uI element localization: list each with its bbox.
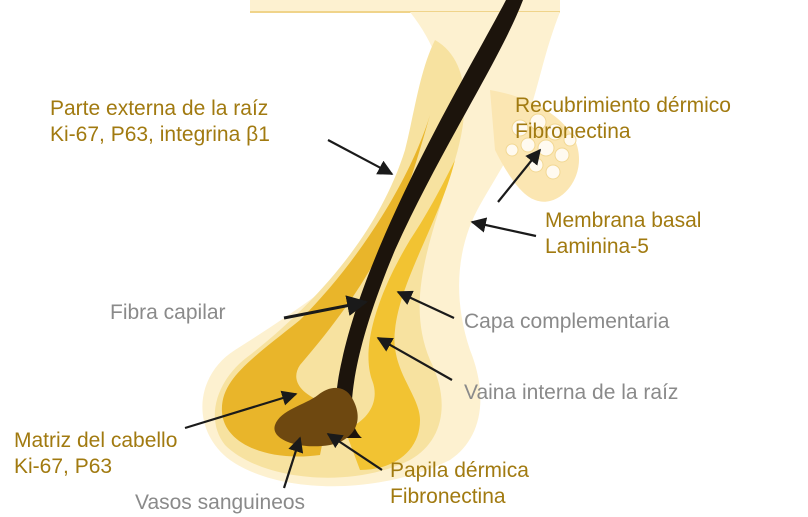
skin-surface — [250, 0, 560, 12]
hair-matrix-title: Matriz del cabello — [14, 429, 178, 452]
label-hair-fiber: Fibra capilar — [110, 301, 226, 324]
dermal-papilla-title: Papila dérmica — [390, 459, 529, 482]
dermal-papilla-markers: Fibronectina — [390, 485, 506, 508]
arrow-dermal-papilla — [326, 433, 383, 471]
label-hair-matrix: Matriz del cabello Ki-67, P63 — [14, 428, 177, 480]
label-dermal-sheath: Recubrimiento dérmico Fibronectina — [515, 93, 731, 145]
arrow-companion-layer — [396, 290, 455, 319]
basement-membrane-markers: Laminina-5 — [545, 235, 649, 258]
basement-membrane-title: Membrana basal — [545, 209, 702, 232]
label-blood-vessels: Vasos sanguineos — [135, 491, 306, 514]
dermal-sheath-markers: Fibronectina — [515, 120, 631, 143]
inner-root-sheath — [345, 160, 455, 470]
label-inner-root-sheath: Vaina interna de la raíz — [464, 381, 679, 404]
outer-root-sheath — [221, 115, 430, 457]
label-dermal-papilla: Papila dérmica Fibronectina — [390, 458, 529, 510]
dermal-papilla — [274, 387, 358, 447]
arrow-outer-root — [327, 139, 394, 175]
dermal-sheath-title: Recubrimiento dérmico — [515, 94, 731, 117]
label-outer-root-sheath: Parte externa de la raíz Ki-67, P63, int… — [50, 96, 270, 148]
label-companion-layer: Capa complementaria — [464, 310, 670, 333]
pointer-arrows — [184, 139, 541, 489]
arrow-hair-fiber — [283, 295, 369, 320]
outer-root-sheath-title: Parte externa de la raíz — [50, 97, 269, 120]
arrow-inner-root — [376, 337, 453, 381]
label-basement-membrane: Membrana basal Laminina-5 — [545, 208, 701, 260]
arrow-dermal-sheath — [497, 148, 541, 203]
outer-root-sheath-markers: Ki-67, P63, integrina β1 — [50, 123, 270, 146]
arrow-basement-membrane — [470, 217, 537, 238]
hair-matrix-markers: Ki-67, P63 — [14, 455, 113, 478]
arrow-blood-vessels — [282, 436, 304, 489]
arrow-hair-matrix — [184, 390, 298, 430]
